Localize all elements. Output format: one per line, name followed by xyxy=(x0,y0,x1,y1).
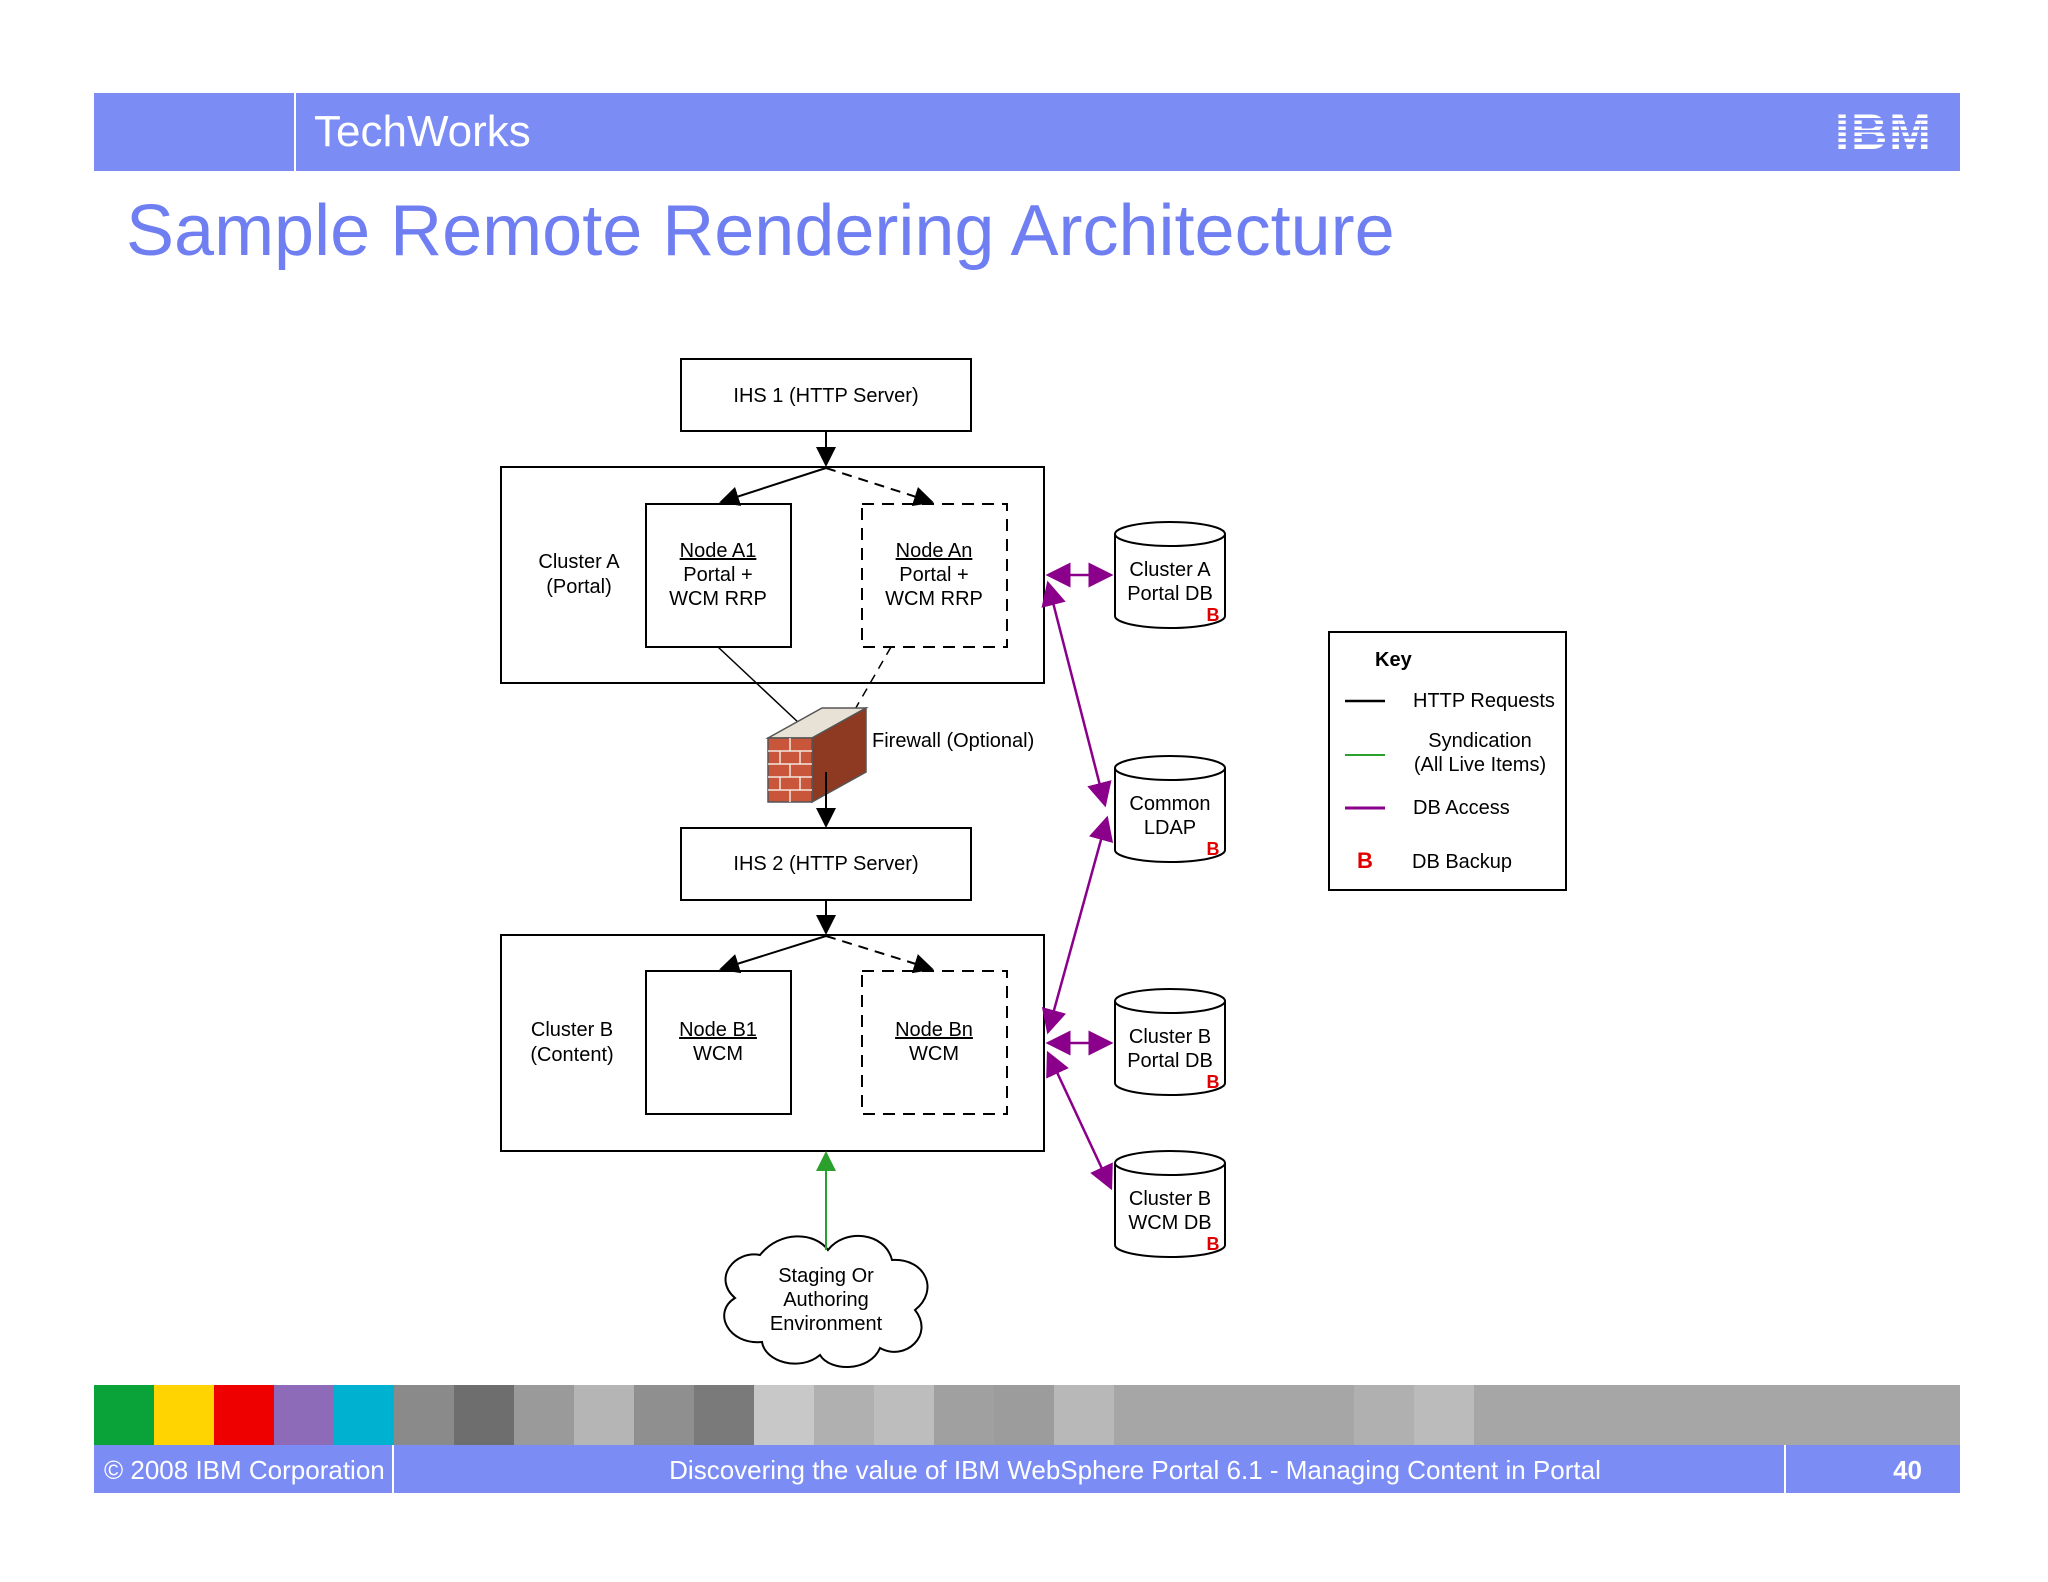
db-cluster-b-wcm-line2: WCM DB xyxy=(1128,1212,1211,1234)
db-access-cluster-b-ldap xyxy=(1041,815,1114,1035)
node-an-line2: Portal + xyxy=(899,564,968,586)
line-node-a1-firewall xyxy=(717,646,801,725)
node-bn-box: Node Bn WCM xyxy=(861,970,1008,1115)
arrow-to-node-a1 xyxy=(719,467,827,506)
db-cluster-b-wcm: Cluster B WCM DB B xyxy=(1114,1150,1226,1258)
footer-color-strip xyxy=(94,1385,1960,1445)
db-cluster-b-portal-line1: Cluster B xyxy=(1129,1026,1211,1048)
legend-backup-symbol: B xyxy=(1357,848,1373,873)
node-an-name: Node An xyxy=(896,540,973,562)
legend-db-access-label: DB Access xyxy=(1413,797,1510,819)
cluster-a-label-line1: Cluster A xyxy=(538,551,620,573)
node-a1-line2: Portal + xyxy=(683,564,752,586)
footer-bar: © 2008 IBM Corporation Discovering the v… xyxy=(94,1445,1960,1493)
db-cluster-b-wcm-line1: Cluster B xyxy=(1129,1188,1211,1210)
cluster-b-label-line2: (Content) xyxy=(530,1044,613,1066)
node-an-line3: WCM RRP xyxy=(885,588,983,610)
staging-label-line2: Authoring xyxy=(783,1289,869,1311)
line-node-an-firewall xyxy=(849,646,892,719)
legend-syndication-line2: (All Live Items) xyxy=(1414,754,1546,776)
legend-backup-label: DB Backup xyxy=(1412,851,1512,873)
node-bn-name: Node Bn xyxy=(895,1019,973,1041)
arrow-to-node-bn xyxy=(825,935,934,974)
db-cluster-b-portal: Cluster B Portal DB B xyxy=(1114,988,1226,1096)
node-a1-box: Node A1 Portal + WCM RRP xyxy=(645,503,792,648)
arrow-to-node-an xyxy=(825,467,934,507)
header-bar: TechWorks IBM xyxy=(94,93,1960,171)
footer-copyright: © 2008 IBM Corporation xyxy=(104,1455,385,1485)
db-access-cluster-a-ldap xyxy=(1041,580,1112,808)
header-brand: TechWorks xyxy=(314,107,531,156)
node-b1-line2: WCM xyxy=(693,1043,743,1065)
db-cluster-b-portal-backup-marker: B xyxy=(1207,1072,1220,1092)
ihs2-label: IHS 2 (HTTP Server) xyxy=(733,853,918,875)
db-common-ldap-line1: Common xyxy=(1129,793,1210,815)
db-common-ldap-line2: LDAP xyxy=(1144,817,1196,839)
footer-page-number: 40 xyxy=(1893,1455,1922,1485)
staging-label-line1: Staging Or xyxy=(778,1265,874,1287)
ihs1-box: IHS 1 (HTTP Server) xyxy=(680,358,972,432)
ibm-logo-icon: IBM xyxy=(1820,105,1948,157)
slide-title: Sample Remote Rendering Architecture xyxy=(126,191,1395,271)
node-bn-line2: WCM xyxy=(909,1043,959,1065)
footer-presentation-title: Discovering the value of IBM WebSphere P… xyxy=(669,1455,1601,1485)
ihs2-box: IHS 2 (HTTP Server) xyxy=(680,827,972,901)
db-cluster-a-portal-line2: Portal DB xyxy=(1127,583,1213,605)
db-cluster-a-portal-backup-marker: B xyxy=(1207,605,1220,625)
db-cluster-b-portal-line2: Portal DB xyxy=(1127,1050,1213,1072)
legend-syndication-line1: Syndication xyxy=(1428,730,1531,752)
cluster-a-label-line2: (Portal) xyxy=(546,576,612,598)
node-a1-name: Node A1 xyxy=(680,540,757,562)
cluster-b-label-line1: Cluster B xyxy=(531,1019,613,1041)
legend-key: Key HTTP Requests Syndication (All Live … xyxy=(1328,631,1567,891)
db-cluster-b-wcm-backup-marker: B xyxy=(1207,1234,1220,1254)
db-cluster-a-portal-line1: Cluster A xyxy=(1129,559,1211,581)
db-common-ldap-backup-marker: B xyxy=(1207,839,1220,859)
legend-title: Key xyxy=(1375,649,1413,671)
header-left-block xyxy=(94,93,296,171)
staging-label-line3: Environment xyxy=(770,1313,883,1335)
db-access-cluster-b-wcm xyxy=(1046,1050,1113,1191)
firewall-icon: Firewall (Optional) xyxy=(765,706,1034,804)
footer-divider xyxy=(1784,1445,1786,1493)
footer-divider xyxy=(392,1445,394,1493)
db-common-ldap: Common LDAP B xyxy=(1114,755,1226,863)
ihs1-label: IHS 1 (HTTP Server) xyxy=(733,385,918,407)
node-b1-name: Node B1 xyxy=(679,1019,757,1041)
db-cluster-a-portal: Cluster A Portal DB B xyxy=(1114,521,1226,629)
node-an-box: Node An Portal + WCM RRP xyxy=(861,503,1008,648)
legend-http-label: HTTP Requests xyxy=(1413,690,1555,712)
node-a1-line3: WCM RRP xyxy=(669,588,767,610)
firewall-label: Firewall (Optional) xyxy=(872,730,1034,752)
arrow-to-node-b1 xyxy=(719,935,827,974)
node-b1-box: Node B1 WCM xyxy=(645,970,792,1115)
staging-cloud-icon: Staging Or Authoring Environment xyxy=(723,1234,929,1368)
